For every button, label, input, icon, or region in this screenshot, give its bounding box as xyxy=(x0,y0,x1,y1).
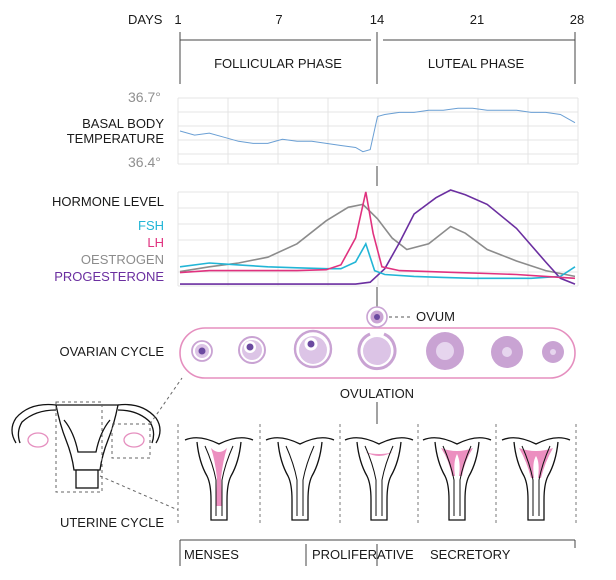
hormone-level-heading: HORMONE LEVEL xyxy=(52,194,164,209)
legend-fsh: FSH xyxy=(138,218,164,233)
day-tick-21: 21 xyxy=(469,12,485,27)
uterus-outline xyxy=(422,437,492,521)
legend-oestrogen: OESTROGEN xyxy=(80,252,164,267)
temperature-line xyxy=(179,107,576,153)
legend-lh: LH xyxy=(147,235,164,250)
endometrium-lining xyxy=(365,452,393,456)
day-tick-7: 7 xyxy=(275,12,283,27)
uterus-stage-4 xyxy=(422,437,492,521)
progesterone-line xyxy=(180,189,576,285)
lh-line xyxy=(179,191,576,280)
uterine-phase-bar xyxy=(179,539,576,566)
ovum-label: OVUM xyxy=(416,309,455,324)
uterine-phase-secretory: SECRETORY xyxy=(430,547,511,562)
days-heading: DAYS xyxy=(128,12,163,27)
uterine-cycle-graphic xyxy=(177,424,577,524)
uterus-stage-1 xyxy=(184,437,254,521)
uterus-stage-2 xyxy=(265,437,335,521)
zoom-callout-lines xyxy=(55,377,183,511)
day-tick-1: 1 xyxy=(174,12,182,27)
follicular-phase-label: FOLLICULAR PHASE xyxy=(214,56,342,71)
uterus-outline xyxy=(184,437,254,521)
uterus-ovaries-icon xyxy=(11,403,161,489)
uterine-phase-menses: MENSES xyxy=(184,547,239,562)
fsh-line xyxy=(179,241,576,280)
uterus-outline xyxy=(265,437,335,521)
ovarian-cycle-label: OVARIAN CYCLE xyxy=(59,344,164,359)
temperature-label-line2: TEMPERATURE xyxy=(66,131,164,146)
day-tick-28: 28 xyxy=(569,12,585,27)
ovulation-label: OVULATION xyxy=(339,386,415,401)
temperature-label-line1: BASAL BODY xyxy=(82,116,164,131)
ovarian-cycle-graphic xyxy=(179,306,576,379)
temperature-min-label: 36.4° xyxy=(128,154,161,170)
uterus-outline xyxy=(344,437,414,521)
uterus-stage-3 xyxy=(344,437,414,521)
legend-progesterone: PROGESTERONE xyxy=(54,269,164,284)
uterine-cycle-label: UTERINE CYCLE xyxy=(59,515,164,530)
endometrium-lining xyxy=(211,448,227,506)
uterine-phase-proliferative: PROLIFERATIVE xyxy=(312,547,414,562)
uterus-outline xyxy=(501,437,571,521)
uterus-stage-5 xyxy=(501,437,571,521)
oestrogen-line xyxy=(179,203,576,278)
endometrium-lining xyxy=(519,448,553,478)
endometrium-lining xyxy=(441,448,473,476)
temperature-max-label: 36.7° xyxy=(128,89,161,105)
luteal-phase-label: LUTEAL PHASE xyxy=(427,56,525,71)
phase-bracket xyxy=(179,32,576,84)
day-tick-14: 14 xyxy=(369,12,385,27)
temperature-grid xyxy=(177,97,579,165)
